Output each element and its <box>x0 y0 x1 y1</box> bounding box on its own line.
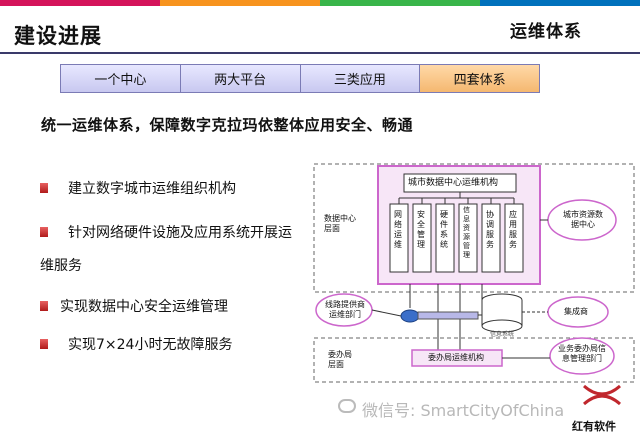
bullet-icon <box>40 227 48 237</box>
headline: 统一运维体系，保障数字克拉玛依整体应用安全、畅通 <box>41 116 414 134</box>
wechat-icon <box>338 399 356 413</box>
page-title: 建设进展 <box>14 24 102 48</box>
list-item: 建立数字城市运维组织机构 <box>40 178 236 200</box>
dc-layer-label: 数据中心层面 <box>324 214 356 233</box>
company-name: 红有软件 <box>572 420 616 433</box>
bullet-icon <box>40 339 48 349</box>
title-divider <box>0 52 640 54</box>
tab-three-apps[interactable]: 三类应用 <box>300 65 421 92</box>
tab-one-center[interactable]: 一个中心 <box>61 65 181 92</box>
tab-two-platforms[interactable]: 两大平台 <box>180 65 301 92</box>
bullet-icon <box>40 301 48 311</box>
line-dept-label: 线路提供商运维部门 <box>325 300 365 319</box>
column-label: 网络运维 <box>394 210 402 249</box>
tab-bar: 一个中心 两大平台 三类应用 四套体系 <box>60 64 540 93</box>
watermark: 微信号: SmartCityOfChina <box>338 397 564 421</box>
bureau-mgmt-label: 业务委办局信息管理部门 <box>558 344 606 363</box>
ops-architecture-diagram: 城市数据中心运维机构 数据中心层面 网络运维 安全管理 硬件系统 信息资源管理 … <box>310 160 640 390</box>
list-item: 实现数据中心安全运维管理 <box>40 296 228 318</box>
top-box-label: 城市数据中心运维机构 <box>408 178 499 188</box>
city-center-label: 城市资源数据中心 <box>563 210 603 229</box>
list-item: 实现7×24小时无故障服务 <box>40 334 232 356</box>
column-label: 协调服务 <box>486 210 494 249</box>
bullet-icon <box>40 183 48 193</box>
column-label: 应用服务 <box>509 210 517 249</box>
company-logo <box>583 384 621 406</box>
list-item: 针对网络硬件设施及应用系统开展运 维服务 <box>40 225 292 274</box>
column-label: 安全管理 <box>417 210 425 249</box>
section-title: 运维体系 <box>510 22 582 42</box>
integrator-label: 集成商 <box>564 307 588 316</box>
bureau-box-label: 委办局运维机构 <box>428 353 484 362</box>
tab-four-systems[interactable]: 四套体系 <box>420 65 539 92</box>
column-label: 硬件系统 <box>440 210 448 249</box>
bureau-layer-label: 委办局层面 <box>328 350 352 369</box>
column-label: 信息资源管理 <box>463 206 470 259</box>
top-color-bar <box>0 0 640 6</box>
db-label: 信息系统 <box>490 331 515 338</box>
